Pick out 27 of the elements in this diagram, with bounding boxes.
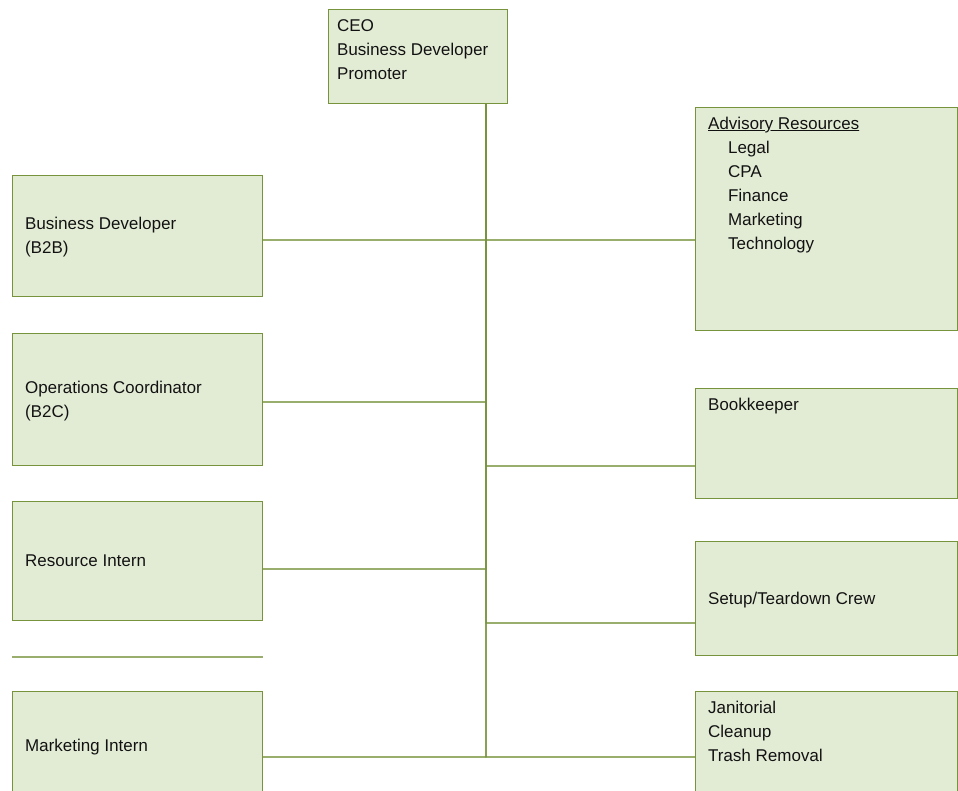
- role-label: Marketing Intern: [25, 735, 149, 757]
- role-label: CEO: [337, 15, 375, 37]
- role-label: Setup/Teardown Crew: [708, 588, 876, 610]
- role-label: Trash Removal: [708, 745, 824, 767]
- org-box: [695, 388, 958, 499]
- list-item: CPA: [728, 161, 763, 183]
- list-item: Legal: [728, 137, 771, 159]
- role-label: Business Developer (B2B): [25, 213, 178, 259]
- role-label: Resource Intern: [25, 550, 147, 572]
- role-label: Cleanup: [708, 721, 772, 743]
- list-item: Marketing: [728, 209, 804, 231]
- role-label: Promoter: [337, 63, 408, 85]
- role-label: Business Developer: [337, 39, 490, 61]
- org-box: [695, 107, 958, 331]
- list-item: Finance: [728, 185, 790, 207]
- org-box: [12, 691, 263, 791]
- org-box: [328, 9, 508, 104]
- org-box: [695, 691, 958, 791]
- role-label: Janitorial: [708, 697, 778, 719]
- org-box: [695, 541, 958, 656]
- role-label: Bookkeeper: [708, 394, 800, 416]
- org-box: [12, 333, 263, 466]
- list-item: Technology: [728, 233, 816, 255]
- role-label: Operations Coordinator (B2C): [25, 376, 203, 422]
- org-box: [12, 175, 263, 297]
- section-heading: Advisory Resources: [708, 113, 860, 135]
- org-box: [12, 501, 263, 621]
